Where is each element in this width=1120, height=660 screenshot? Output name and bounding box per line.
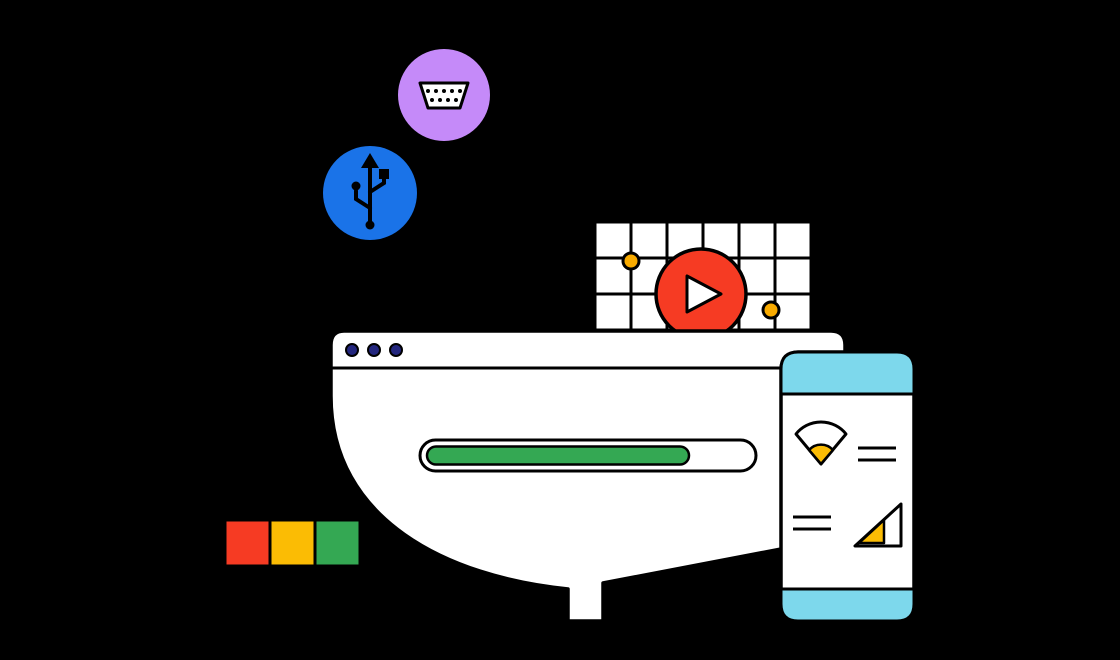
toolbar-dot [367, 343, 381, 357]
serial-port-icon [418, 81, 470, 110]
green-square [313, 518, 362, 568]
toolbar-dots [345, 343, 403, 357]
play-button [654, 247, 748, 341]
serial-port-pins [426, 89, 462, 102]
signal-triangle-accent [857, 518, 886, 545]
progress-bar [418, 438, 758, 473]
serial-port-shell [418, 81, 470, 110]
wifi-icon [794, 420, 848, 466]
phone-top-band [779, 350, 916, 396]
color-squares [223, 518, 362, 568]
red-square [223, 518, 272, 568]
serial-port-badge [398, 49, 490, 141]
wifi-fan [794, 420, 848, 466]
yellow-square [268, 518, 317, 568]
browser-window-body [329, 329, 847, 623]
grid-node [761, 300, 781, 320]
phone-bottom-band [779, 587, 916, 623]
wifi-fan-accent [807, 443, 835, 466]
grid-node [621, 251, 641, 271]
play-icon [685, 274, 723, 314]
progress-fill [425, 445, 691, 466]
toolbar-dot [389, 343, 403, 357]
video-grid-panel [593, 220, 813, 341]
toolbar-dot [345, 343, 359, 357]
browser-window [329, 329, 847, 623]
signal-strength-icon [853, 502, 903, 548]
usb-badge [323, 146, 417, 240]
phone [779, 350, 916, 623]
usb-icon [351, 153, 389, 230]
